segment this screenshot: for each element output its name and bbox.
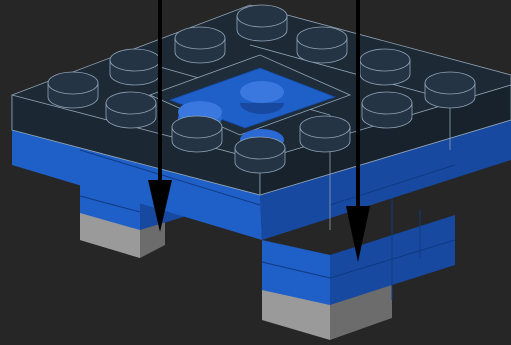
dark-stud [359,48,411,86]
blue-stud [240,81,284,114]
dark-stud [236,4,288,42]
dark-stud [299,115,351,153]
dark-stud [424,71,476,109]
dark-stud [174,26,226,64]
dark-stud [361,91,413,129]
blue-pillar-right [261,180,456,305]
blue-plate-layer [12,120,511,240]
dark-stud [47,71,99,109]
dark-stud [296,26,348,64]
dark-studs [47,4,476,174]
dark-stud [171,115,223,153]
dark-stud [109,48,161,86]
down-arrow-icon [346,0,370,262]
dark-stud [234,136,286,174]
down-arrow-icon [148,0,172,232]
dark-stud [105,91,157,129]
